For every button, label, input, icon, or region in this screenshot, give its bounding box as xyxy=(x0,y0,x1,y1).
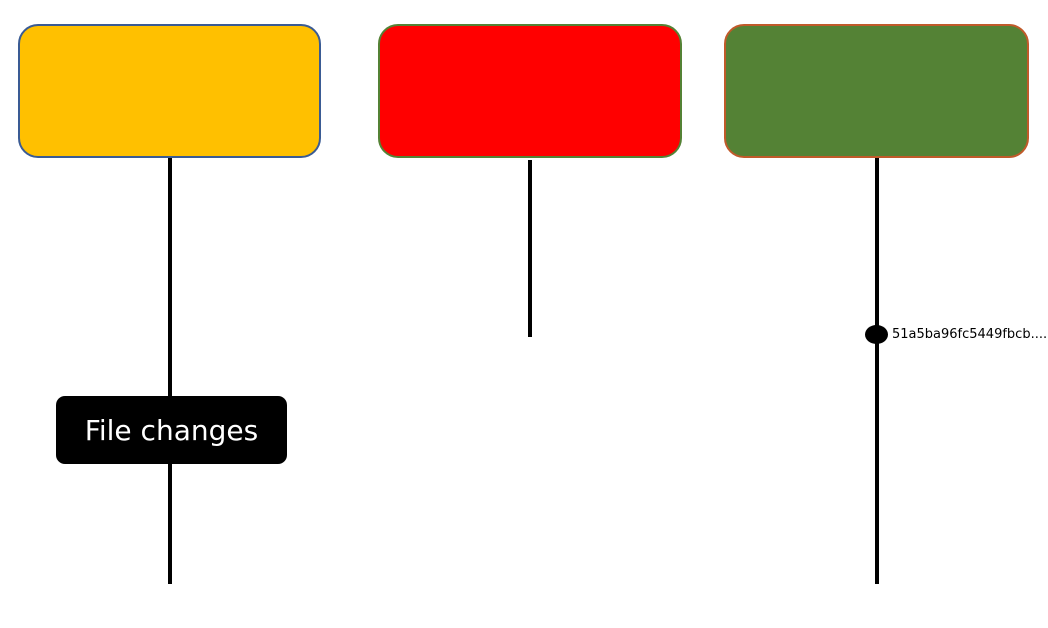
red-lane-timeline xyxy=(528,160,532,337)
commit-hash-label: 51a5ba96fc5449fbcb.... xyxy=(892,327,1048,342)
yellow-lane-timeline xyxy=(168,158,172,584)
green-lane-box xyxy=(724,24,1029,158)
file-changes-label: File changes xyxy=(56,396,287,464)
commit-dot xyxy=(865,325,888,344)
red-lane-box xyxy=(378,24,682,158)
yellow-lane-box xyxy=(18,24,321,158)
green-lane-timeline xyxy=(875,158,879,584)
